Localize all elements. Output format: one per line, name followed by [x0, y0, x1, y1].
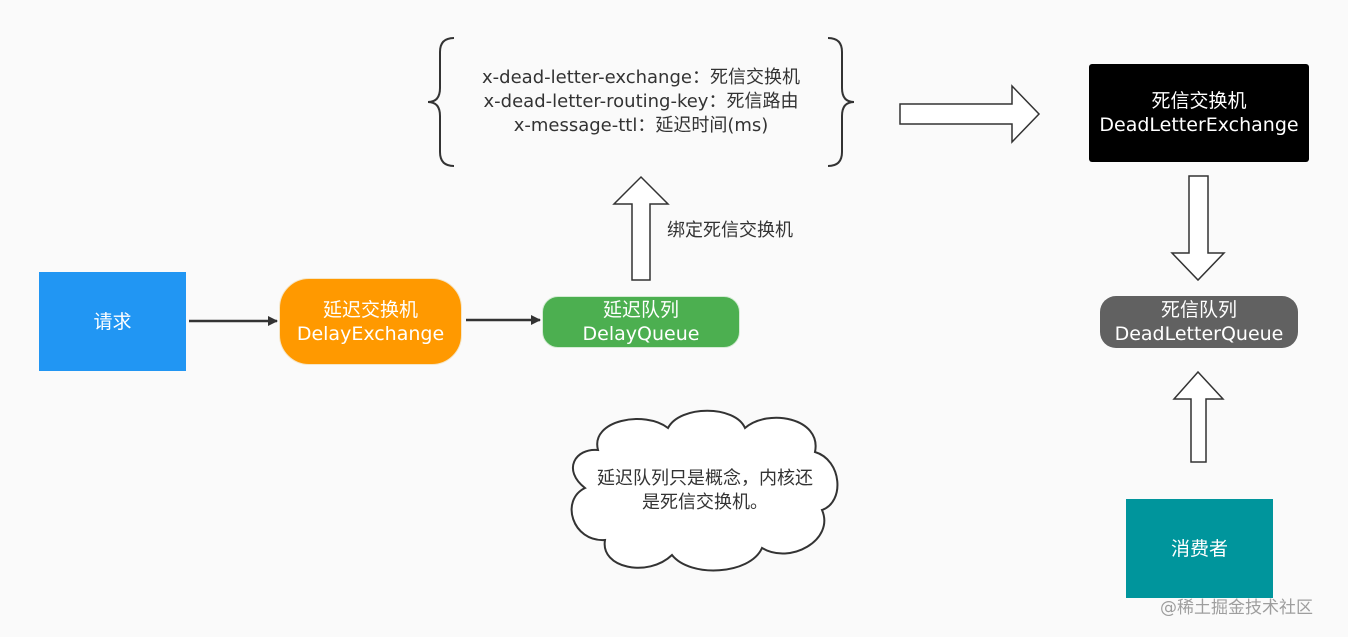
cloud-note-line-1: 延迟队列只是概念，内核还	[597, 468, 813, 489]
argument-message-ttl: x-message-ttl：延迟时间(ms)	[513, 115, 769, 136]
delay-exchange-label-en: DelayExchange	[296, 322, 445, 345]
bind-dead-letter-label: 绑定死信交换机	[667, 220, 793, 241]
delay-queue-label-en: DelayQueue	[582, 323, 700, 345]
request-node: 请求	[39, 272, 186, 371]
delay-exchange-label-cn: 延迟交换机	[322, 298, 418, 321]
argument-dead-letter-routing-key: x-dead-letter-routing-key：死信路由	[483, 91, 799, 112]
hollow-arrow-up-bind	[612, 175, 670, 281]
hollow-arrow-right-to-dlx	[899, 84, 1041, 144]
dead-letter-exchange-node: 死信交换机 DeadLetterExchange	[1089, 64, 1309, 162]
request-label: 请求	[93, 310, 132, 333]
cloud-note: 延迟队列只是概念，内核还 是死信交换机。	[577, 467, 833, 515]
delay-queue-label-cn: 延迟队列	[602, 299, 679, 321]
right-brace-icon	[827, 37, 855, 167]
hollow-arrow-down-dlx-to-dlq	[1170, 175, 1226, 282]
left-brace-icon	[427, 37, 455, 167]
argument-dead-letter-exchange: x-dead-letter-exchange：死信交换机	[482, 67, 800, 88]
watermark: @稀土掘金技术社区	[1160, 598, 1313, 618]
cloud-shape	[570, 409, 839, 572]
dlq-label-en: DeadLetterQueue	[1114, 323, 1284, 345]
dlx-label-en: DeadLetterExchange	[1099, 114, 1299, 136]
consumer-label: 消费者	[1170, 537, 1228, 560]
hollow-arrow-up-consumer	[1172, 370, 1225, 463]
dlq-label-cn: 死信队列	[1160, 299, 1237, 321]
consumer-node: 消费者	[1126, 499, 1273, 598]
queue-arguments: x-dead-letter-exchange：死信交换机 x-dead-lett…	[440, 66, 842, 138]
delay-queue-node: 延迟队列 DelayQueue	[542, 296, 740, 348]
cloud-note-line-2: 是死信交换机。	[642, 492, 768, 513]
dead-letter-queue-node: 死信队列 DeadLetterQueue	[1100, 296, 1298, 348]
dlx-label-cn: 死信交换机	[1151, 90, 1247, 112]
delay-exchange-node: 延迟交换机 DelayExchange	[279, 278, 462, 365]
